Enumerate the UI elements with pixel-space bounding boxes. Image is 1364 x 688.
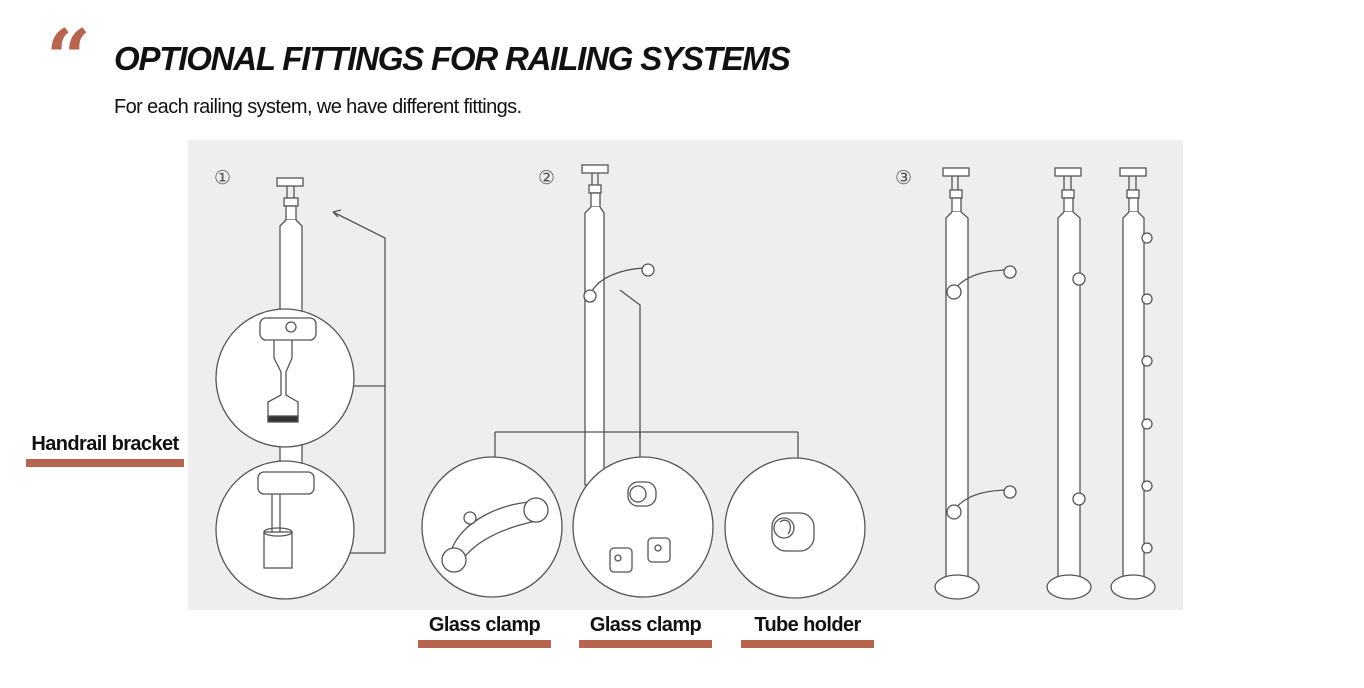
label-tube-holder: Tube holder <box>754 614 861 636</box>
page-title: OPTIONAL FITTINGS FOR RAILING SYSTEMS <box>114 40 791 77</box>
underline-glass-clamp-2 <box>579 640 712 648</box>
system-number-1: ① <box>214 167 231 189</box>
underline-tube-holder <box>741 640 874 648</box>
system-3-post-a <box>934 167 1017 600</box>
label-glass-clamp-2: Glass clamp <box>589 614 702 636</box>
system-number-2: ② <box>538 167 555 189</box>
system-3-post-b <box>1046 167 1092 600</box>
glass-clamp-detail-2 <box>572 456 714 598</box>
page-subtitle: For each railing system, we have differe… <box>114 96 522 118</box>
label-glass-clamp-1: Glass clamp <box>428 614 541 636</box>
underline-handrail-bracket <box>26 459 184 467</box>
railing-fittings-diagram: ① ② ③ <box>188 140 1183 610</box>
underline-glass-clamp-1 <box>418 640 551 648</box>
label-handrail-bracket: Handrail bracket <box>31 433 179 455</box>
glass-clamp-detail-1 <box>421 456 563 598</box>
system-number-3: ③ <box>895 167 912 189</box>
handrail-bracket-detail-2 <box>215 460 355 600</box>
handrail-bracket-detail-1 <box>215 308 355 448</box>
quote-mark-icon: “ <box>46 13 91 104</box>
tube-holder-detail <box>724 457 866 599</box>
system-3-post-c <box>1110 167 1156 600</box>
